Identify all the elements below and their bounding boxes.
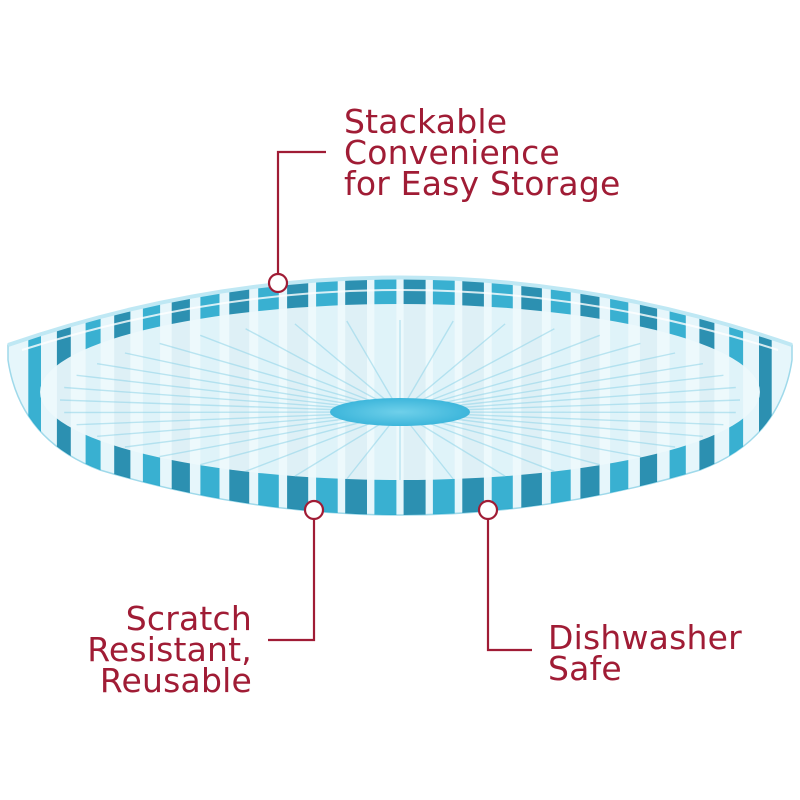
dishwasher-callout: Dishwasher Safe — [548, 618, 742, 688]
dishwasher-leader-line — [486, 519, 532, 652]
tray-ray — [245, 328, 401, 413]
dishwasher-line-2: Safe — [548, 649, 622, 688]
tray-stripe — [28, 277, 41, 515]
stackable-line-3: for Easy Storage — [344, 164, 621, 203]
scratch-marker — [303, 499, 325, 521]
stackable-line-1: Stackable — [344, 102, 508, 141]
tray-ray — [346, 320, 401, 413]
dishwasher-line-1: Dishwasher — [548, 618, 742, 657]
stackable-callout: Stackable Convenience for Easy Storage — [344, 102, 621, 203]
tray-body — [7, 275, 793, 516]
tray-ray — [399, 323, 506, 413]
tray-ray — [399, 328, 555, 413]
dishwasher-marker — [477, 499, 499, 521]
scratch-line-3: Reusable — [99, 661, 252, 700]
stackable-line-2: Convenience — [344, 133, 560, 172]
tray-ray — [399, 334, 601, 413]
scratch-line-2: Resistant, — [87, 630, 252, 669]
scratch-leader-line — [268, 519, 316, 642]
tray-ray — [399, 320, 454, 413]
tray-ray — [294, 323, 401, 413]
callout-lines — [267, 150, 532, 652]
stackable-leader-line — [276, 150, 326, 273]
stackable-marker — [267, 272, 289, 294]
scratch-callout: Scratch Resistant, Reusable — [87, 599, 252, 700]
scratch-line-1: Scratch — [125, 599, 252, 638]
tray-stripe — [759, 277, 772, 515]
tray-ray — [199, 334, 401, 413]
